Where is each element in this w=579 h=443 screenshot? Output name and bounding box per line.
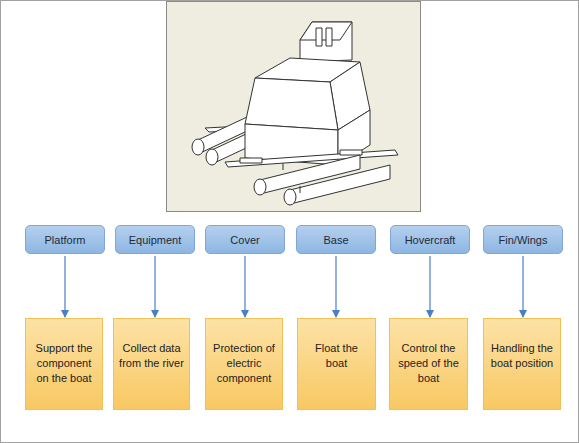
function-box: Support the component on the boat bbox=[25, 318, 103, 410]
part-name: Equipment bbox=[129, 234, 182, 246]
arrow-connector bbox=[429, 256, 430, 317]
function-box: Collect data from the river bbox=[113, 318, 190, 410]
part-box: Fin/Wings bbox=[483, 225, 563, 254]
arrow-connector bbox=[244, 256, 245, 317]
function-text: Control the speed of the boat bbox=[395, 341, 462, 386]
part-box: Hovercraft bbox=[390, 225, 470, 254]
boat-sketch bbox=[192, 22, 398, 205]
picture-panel bbox=[167, 2, 421, 212]
arrow-connector bbox=[64, 256, 65, 317]
arrow-connector bbox=[335, 256, 336, 317]
function-text: Float the boat bbox=[303, 341, 370, 371]
part-name: Base bbox=[323, 234, 348, 246]
function-box: Protection of electric component bbox=[205, 318, 283, 410]
function-box: Float the boat bbox=[297, 318, 376, 410]
function-box: Handling the boat position bbox=[483, 318, 561, 410]
function-box: Control the speed of the boat bbox=[389, 318, 468, 410]
part-box: Cover bbox=[205, 225, 285, 254]
part-name: Cover bbox=[230, 234, 259, 246]
function-text: Support the component on the boat bbox=[31, 341, 97, 386]
part-name: Platform bbox=[45, 234, 86, 246]
part-name: Hovercraft bbox=[405, 234, 456, 246]
part-box: Base bbox=[296, 225, 376, 254]
function-text: Protection of electric component bbox=[211, 341, 277, 386]
part-name: Fin/Wings bbox=[499, 234, 548, 246]
function-text: Handling the boat position bbox=[489, 341, 555, 371]
part-box: Platform bbox=[25, 225, 105, 254]
arrow-connector bbox=[154, 256, 155, 317]
arrow-connector bbox=[522, 256, 523, 317]
function-text: Collect data from the river bbox=[119, 341, 184, 371]
part-box: Equipment bbox=[115, 225, 195, 254]
